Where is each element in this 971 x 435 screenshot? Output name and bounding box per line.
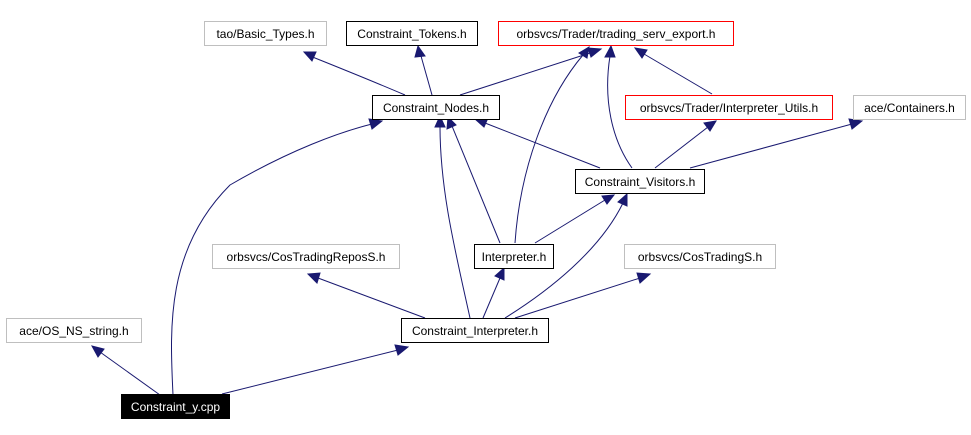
edge-constraint-visitors-to-constraint-nodes — [473, 117, 601, 169]
node-cos-trading-label: orbsvcs/CosTradingS.h — [638, 250, 762, 264]
edge-interpreter-to-constraint-nodes — [446, 115, 501, 244]
node-os-ns-string-label: ace/OS_NS_string.h — [19, 324, 128, 338]
edge-constraint-visitors-to-interpreter-utils — [654, 120, 717, 169]
node-constraint-interpreter-label: Constraint_Interpreter.h — [412, 324, 538, 338]
edge-constraint-interpreter-to-constraint-visitors — [504, 192, 628, 319]
edge-constraint-nodes-to-constraint-tokens — [414, 44, 433, 96]
edge-constraint-nodes-to-basic-types — [302, 51, 406, 96]
node-containers-label: ace/Containers.h — [864, 101, 955, 115]
edge-constraint-visitors-to-trading-serv-export — [604, 44, 633, 169]
node-containers[interactable]: ace/Containers.h — [853, 95, 966, 120]
node-interpreter-label: Interpreter.h — [482, 250, 547, 264]
node-constraint-visitors[interactable]: Constraint_Visitors.h — [575, 169, 705, 194]
node-constraint-y[interactable]: Constraint_y.cpp — [121, 394, 230, 419]
node-os-ns-string[interactable]: ace/OS_NS_string.h — [6, 318, 142, 343]
nodes: tao/Basic_Types.h Constraint_Tokens.h or… — [6, 21, 966, 419]
edge-constraint-interpreter-to-cos-trading-repos — [306, 272, 426, 319]
node-basic-types[interactable]: tao/Basic_Types.h — [204, 21, 327, 46]
node-constraint-y-label: Constraint_y.cpp — [131, 400, 220, 414]
node-basic-types-label: tao/Basic_Types.h — [216, 27, 314, 41]
edge-interpreter-to-trading-serv-export — [514, 46, 590, 244]
node-interpreter-utils[interactable]: orbsvcs/Trader/Interpreter_Utils.h — [625, 95, 833, 120]
node-interpreter[interactable]: Interpreter.h — [474, 244, 554, 269]
edge-constraint-y-to-constraint-interpreter — [221, 344, 410, 395]
edge-interpreter-utils-to-trading-serv-export — [633, 47, 713, 95]
edge-constraint-nodes-to-trading-serv-export — [459, 47, 603, 96]
node-interpreter-utils-label: orbsvcs/Trader/Interpreter_Utils.h — [640, 101, 818, 115]
node-constraint-tokens[interactable]: Constraint_Tokens.h — [346, 21, 478, 46]
node-cos-trading[interactable]: orbsvcs/CosTradingS.h — [624, 244, 776, 269]
edge-interpreter-to-constraint-visitors — [534, 194, 616, 244]
node-constraint-interpreter[interactable]: Constraint_Interpreter.h — [401, 318, 549, 343]
edge-constraint-y-to-os-ns-string — [91, 345, 161, 396]
node-constraint-nodes[interactable]: Constraint_Nodes.h — [372, 95, 500, 120]
edge-constraint-interpreter-to-cos-trading — [514, 272, 652, 319]
node-constraint-nodes-label: Constraint_Nodes.h — [383, 101, 489, 115]
edge-constraint-visitors-to-containers — [689, 118, 864, 169]
node-constraint-visitors-label: Constraint_Visitors.h — [585, 175, 696, 189]
node-cos-trading-repos-label: orbsvcs/CosTradingReposS.h — [227, 250, 386, 264]
edge-constraint-interpreter-to-interpreter — [482, 266, 505, 319]
node-constraint-tokens-label: Constraint_Tokens.h — [357, 27, 466, 41]
node-trading-serv-export-label: orbsvcs/Trader/trading_serv_export.h — [517, 27, 716, 41]
node-trading-serv-export[interactable]: orbsvcs/Trader/trading_serv_export.h — [498, 21, 734, 46]
edge-constraint-interpreter-to-constraint-nodes — [434, 114, 471, 319]
edges — [91, 44, 864, 396]
node-cos-trading-repos[interactable]: orbsvcs/CosTradingReposS.h — [212, 244, 400, 269]
